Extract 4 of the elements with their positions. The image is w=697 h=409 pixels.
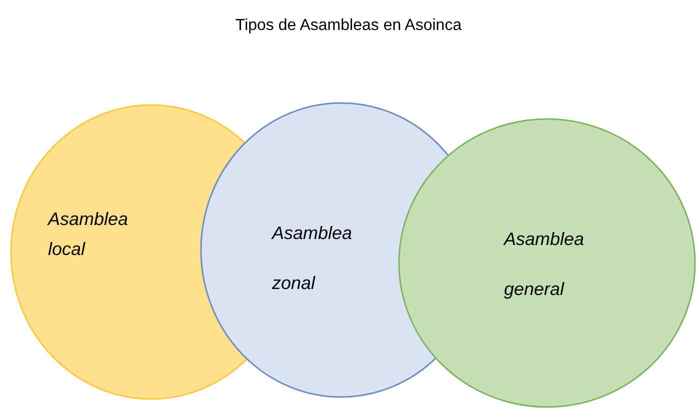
ellipse-label: Asamblea zonal bbox=[272, 222, 354, 295]
diagram-title: Tipos de Asambleas en Asoinca bbox=[235, 16, 462, 36]
ellipse-label: Asamblea local bbox=[48, 208, 130, 261]
ellipse-label: Asamblea general bbox=[504, 228, 586, 301]
